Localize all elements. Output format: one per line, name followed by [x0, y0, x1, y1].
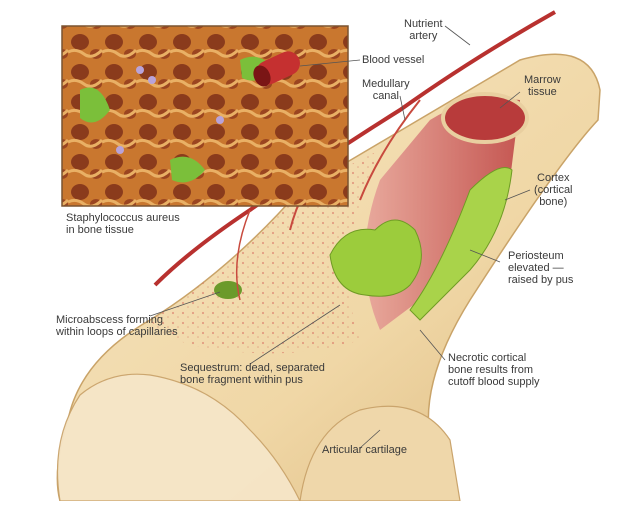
label-microabscess: Microabscess formingwithin loops of capi… — [56, 314, 178, 338]
label-periosteum: Periosteumelevated —raised by pus — [508, 250, 573, 286]
label-cortical-bone: Cortex(corticalbone) — [534, 172, 573, 208]
marrow-cut-end — [443, 94, 527, 142]
label-nutrient-artery: Nutrientartery — [404, 18, 443, 42]
label-blood-vessel: Blood vessel — [362, 54, 424, 66]
label-marrow-tissue: Marrowtissue — [524, 74, 561, 98]
label-necrotic-bone: Necrotic corticalbone results fromcutoff… — [448, 352, 540, 388]
label-sequestrum: Sequestrum: dead, separatedbone fragment… — [180, 362, 325, 386]
label-medullary-canal: Medullarycanal — [362, 78, 410, 102]
inset-frame — [62, 26, 348, 206]
credit-text — [22, 14, 34, 124]
label-staphylococcus: Staphylococcus aureusin bone tissue — [66, 212, 180, 236]
label-articular-cartilage: Articular cartilage — [322, 444, 407, 456]
